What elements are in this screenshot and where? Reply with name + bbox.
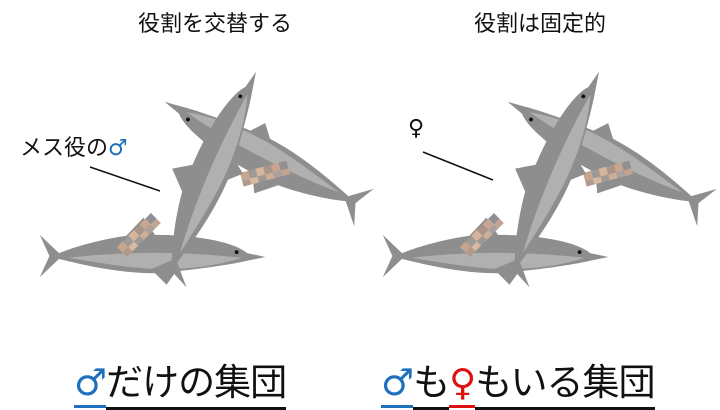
right-title: 役割は固定的 (473, 12, 607, 37)
left-caption: ♂だけの集団 (74, 352, 287, 410)
right-dolphin-group (383, 56, 720, 290)
right-pointer-line (422, 151, 494, 181)
caption-text: もいる集団 (475, 352, 656, 410)
right-caption: ♂も♀もいる集団 (381, 352, 656, 410)
caption-text: も (413, 352, 450, 410)
male-symbol: ♂ (74, 361, 107, 408)
label-text: メス役の (20, 136, 109, 161)
left-label: メス役の♂ (20, 130, 128, 162)
left-title: 役割を交替する (137, 12, 293, 37)
male-symbol: ♂ (108, 136, 128, 161)
left-pointer-line (89, 166, 161, 192)
male-symbol: ♂ (381, 361, 414, 408)
caption-text: だけの集団 (106, 352, 287, 410)
left-dolphin-group (40, 56, 378, 290)
right-label-female-symbol: ♀ (408, 116, 425, 141)
female-symbol: ♀ (449, 361, 476, 408)
